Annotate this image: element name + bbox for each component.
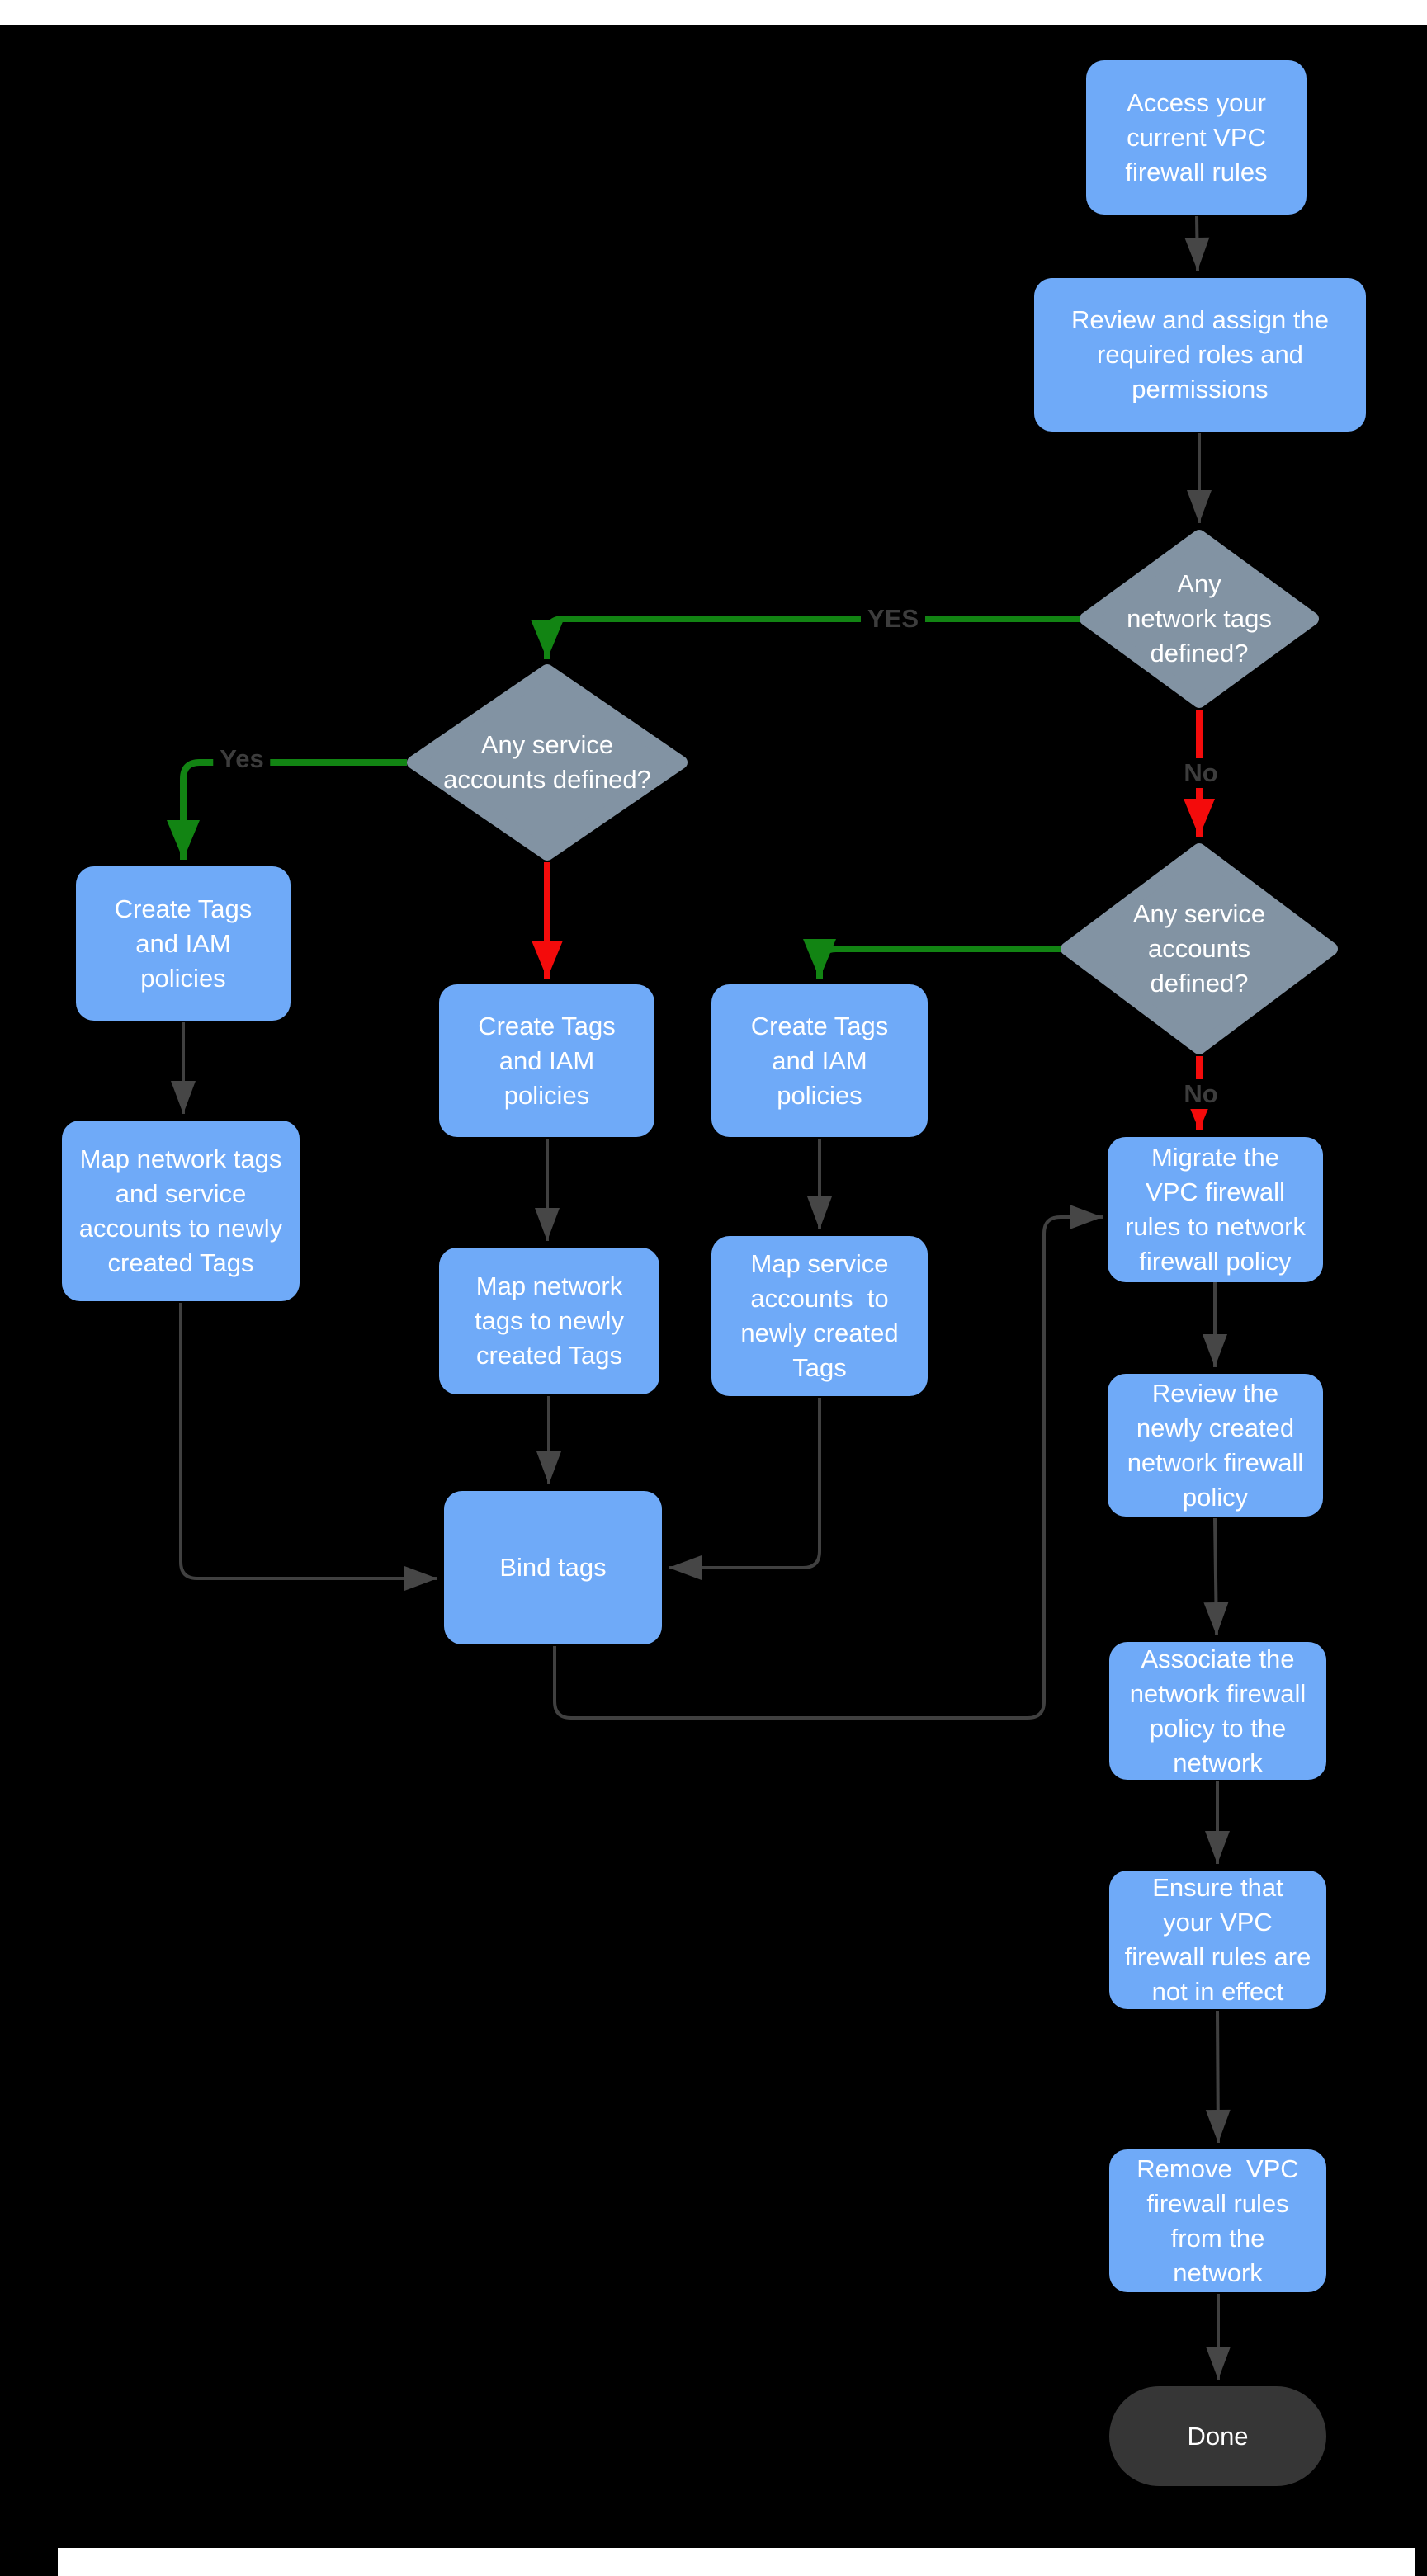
decision-service-accounts-right-label: Any service accounts defined? [1132,899,1266,998]
node-access-vpc-rules: Access your current VPC firewall rules [1086,60,1307,215]
edge-svcleft-yes [167,759,407,860]
edge-label-no-right: No [1177,1079,1225,1109]
node-done: Done [1109,2386,1326,2486]
edge-reviewpolicy-associate [1203,1517,1229,1636]
edge-svcright-yes [803,939,1061,979]
decision-network-tags-label: Any network tags defined? [1127,569,1272,668]
edge-ensure-remove [1205,2010,1231,2144]
node-ensure-not-in-effect: Ensure that your VPC firewall rules are … [1109,1871,1326,2009]
edge-bind-migrate [553,1205,1103,1720]
node-review-roles: Review and assign the required roles and… [1034,278,1366,432]
decision-service-accounts-left-label: Any service accounts defined? [443,730,651,794]
edge-mapright-bind [669,1398,821,1580]
node-create-tags-left: Create Tags and IAM policies [76,866,291,1021]
page-margin-top [0,0,1427,25]
node-review-policy: Review the newly created network firewal… [1108,1374,1323,1517]
edge-label-no-top: No [1177,758,1225,788]
node-create-tags-mid: Create Tags and IAM policies [439,984,654,1137]
edge-access-review [1184,215,1210,271]
edge-mapleft-bind [179,1303,437,1591]
node-bind-tags: Bind tags [444,1491,662,1644]
decision-network-tags-shape [1080,530,1319,708]
node-map-right: Map service accounts to newly created Ta… [711,1236,928,1396]
edge-label-yes-top: YES [860,604,926,634]
edge-label-yes-left: Yes [213,744,271,774]
node-map-mid: Map network tags to newly created Tags [439,1248,659,1394]
node-remove-vpc-rules: Remove VPC firewall rules from the netwo… [1109,2149,1326,2292]
node-map-left: Map network tags and service accounts to… [62,1121,300,1301]
node-create-tags-right: Create Tags and IAM policies [711,984,928,1137]
node-migrate: Migrate the VPC firewall rules to networ… [1108,1137,1323,1282]
decision-service-accounts-left-shape [407,664,688,861]
node-associate-policy: Associate the network firewall policy to… [1109,1642,1326,1780]
page-margin-bottom [58,2548,1415,2576]
decision-service-accounts-right-shape [1061,843,1338,1054]
edge-networktags-yes [531,616,1080,659]
